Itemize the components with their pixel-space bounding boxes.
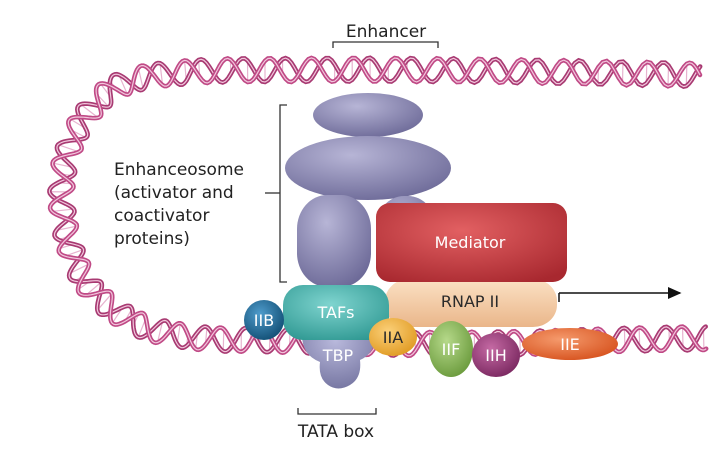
- dna-base-pair: [137, 67, 144, 90]
- enhanceosome-label-line-3: coactivator: [114, 206, 209, 226]
- iie-label: IIE: [560, 335, 580, 354]
- iia: IIA: [369, 318, 417, 356]
- dna-base-pair: [69, 263, 90, 275]
- dna-base-pair: [51, 208, 74, 213]
- enhancer-bracket: [332, 41, 439, 48]
- tafs: TAFs: [283, 285, 389, 340]
- dna-base-pair: [96, 293, 113, 311]
- enhanceosome-protein-middle: [285, 136, 451, 200]
- enhanceosome-label-line-2: (activator and: [114, 183, 234, 203]
- mediator-label: Mediator: [435, 233, 506, 252]
- mediator: Mediator: [376, 203, 567, 282]
- enhanceosome-protein-top: [313, 93, 423, 137]
- iih-label: IIH: [485, 346, 506, 365]
- dna-base-pair: [80, 103, 99, 119]
- tafs-label: TAFs: [316, 303, 354, 322]
- enhanceosome-protein-left: [297, 195, 371, 287]
- dna-base-pair: [222, 329, 225, 352]
- iie: IIE: [522, 328, 618, 360]
- dna-base-pair: [57, 144, 80, 153]
- tata-box-label: TATA box: [297, 422, 374, 442]
- iib-label: IIB: [254, 311, 274, 330]
- dna-base-pair: [118, 74, 129, 95]
- enhanceosome-label: Enhanceosome (activator and coactivator …: [114, 160, 249, 249]
- iif-label: IIF: [442, 340, 461, 359]
- tbp-label: TBP: [322, 346, 354, 365]
- enhanceosome-label-line-1: Enhanceosome: [114, 160, 244, 180]
- rnap-ii: RNAP II: [385, 279, 557, 327]
- rnap-ii-label: RNAP II: [441, 292, 499, 311]
- enhancer-label: Enhancer: [346, 22, 426, 42]
- tata-box-bracket: [297, 408, 377, 415]
- iib: IIB: [244, 300, 284, 340]
- enhanceosome-bracket: [279, 104, 287, 283]
- iia-label: IIA: [383, 328, 403, 347]
- enhanceosome-label-line-4: proteins): [114, 229, 190, 249]
- dna-base-pair: [159, 63, 164, 86]
- dna-base-pair: [156, 320, 164, 343]
- iif: IIF: [429, 321, 473, 377]
- iih: IIH: [472, 333, 520, 377]
